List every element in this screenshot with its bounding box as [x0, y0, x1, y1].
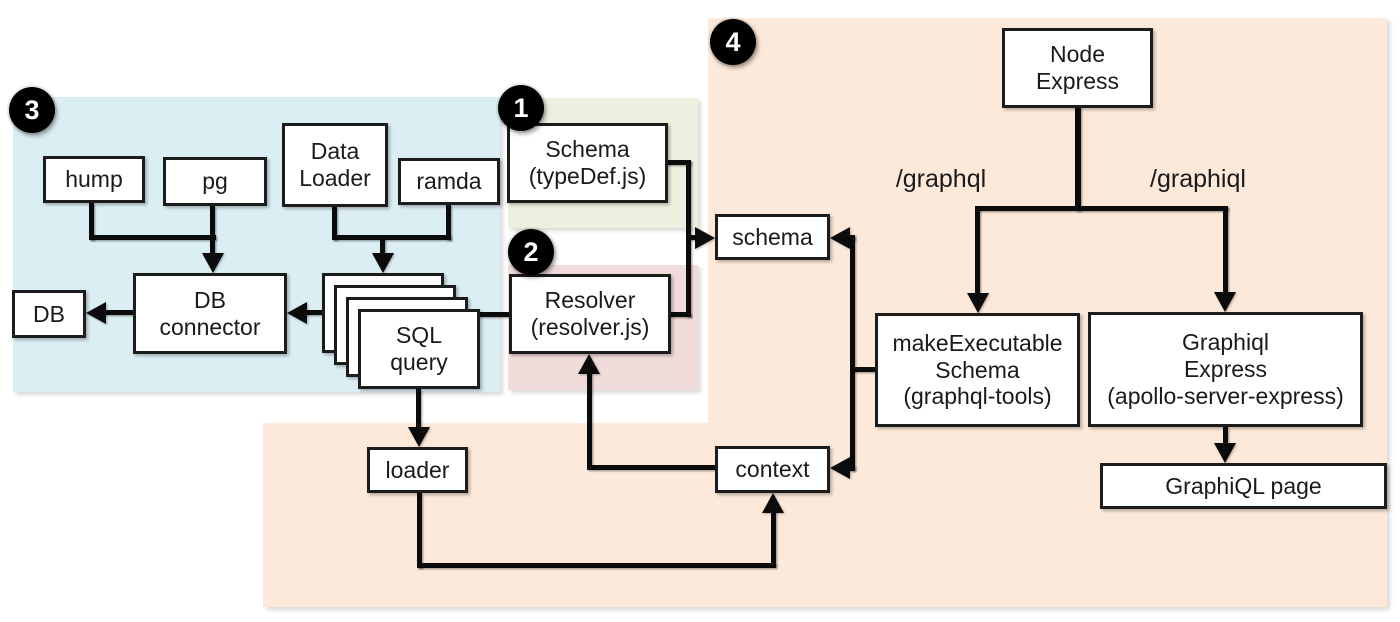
- edge-resolver-line-h: [669, 312, 691, 317]
- edge-sql-resolver-line: [478, 312, 512, 317]
- edge-merge-line-h: [332, 235, 451, 240]
- edge-loader-context-arrowhead: [762, 493, 784, 513]
- edge-into-schema-arrowhead: [695, 227, 715, 249]
- edge-sql-dbconnector-arrowhead: [287, 302, 307, 324]
- node-node-express: Node Express: [1002, 28, 1153, 108]
- edge-context-resolver-line-h: [587, 465, 717, 470]
- node-graphiql-page: GraphiQL page: [1100, 463, 1387, 509]
- edge-hump-line-h: [89, 235, 216, 240]
- edge-pg-line-v: [210, 206, 215, 255]
- edge-makeexec-schema-arrowhead: [830, 227, 850, 249]
- node-pg: pg: [163, 157, 267, 206]
- step-badge-2: 2: [508, 229, 554, 275]
- edge-context-resolver-arrowhead: [578, 354, 600, 374]
- edge-makeexec-context-arrowhead: [830, 457, 850, 479]
- node-data-loader: Data Loader: [282, 123, 388, 207]
- node-context: context: [715, 446, 830, 493]
- edge-graphiqlexpress-page-line: [1223, 427, 1228, 445]
- edge-schemadef-line-h: [666, 160, 691, 165]
- node-db-connector: DB connector: [133, 273, 287, 354]
- edge-loader-context-line-v1: [417, 493, 422, 568]
- edge-makeexec-line-v: [850, 235, 855, 471]
- edge-pg-dbconnector-arrowhead: [202, 253, 224, 273]
- step-badge-3: 3: [9, 87, 55, 133]
- node-graphiql-express: Graphiql Express (apollo-server-express): [1088, 312, 1363, 427]
- edge-sql-loader-line: [416, 389, 421, 429]
- edge-into-schema-line-h: [686, 235, 698, 240]
- edge-ramda-line-v: [446, 205, 451, 240]
- edge-context-resolver-line-v: [587, 372, 592, 468]
- node-hump: hump: [43, 156, 145, 203]
- node-schema-typedef: Schema (typeDef.js): [507, 123, 668, 203]
- edge-graphql-branch-arrowhead: [967, 293, 989, 313]
- node-loader: loader: [367, 447, 468, 493]
- edge-makeexec-line-h: [850, 367, 877, 372]
- route-label-graphiql: /graphiql: [1150, 165, 1246, 193]
- edge-dbconnector-db-line: [104, 310, 134, 315]
- step-badge-1: 1: [498, 85, 544, 131]
- edge-dbconnector-db-arrowhead: [86, 302, 106, 324]
- edge-sql-dbconnector-line: [305, 310, 327, 315]
- edge-graphiql-branch-arrowhead: [1214, 292, 1236, 312]
- edge-loader-context-line-h: [417, 563, 776, 568]
- route-label-graphql: /graphql: [895, 165, 987, 193]
- edge-graphiqlexpress-page-arrowhead: [1214, 443, 1236, 463]
- node-resolver: Resolver (resolver.js): [509, 274, 671, 354]
- step-badge-4: 4: [710, 19, 756, 65]
- node-make-executable-schema: makeExecutable Schema (graphql-tools): [875, 313, 1080, 427]
- edge-loader-context-line-v2: [771, 511, 776, 566]
- edge-makeexec-context-stub: [847, 465, 855, 470]
- edge-dataloader-line-v: [332, 207, 337, 240]
- edge-nodeexpress-trunk: [1075, 107, 1081, 211]
- edge-nodeexpress-branch-h: [975, 206, 1228, 211]
- node-sql-query: SQL query: [358, 309, 480, 389]
- node-ramda: ramda: [398, 158, 500, 205]
- edge-graphql-branch-v: [975, 206, 980, 295]
- edge-hump-line-v: [89, 203, 94, 240]
- edge-sql-stack-arrowhead: [372, 253, 394, 273]
- region-step4-orange-bottom: [263, 423, 708, 607]
- node-schema: schema: [715, 214, 830, 260]
- edge-graphiql-branch-v: [1223, 206, 1228, 294]
- edge-makeexec-schema-stub: [847, 235, 855, 240]
- node-db: DB: [12, 290, 86, 338]
- edge-merge-sql-line-v: [380, 235, 385, 255]
- edge-sql-loader-arrowhead: [408, 427, 430, 447]
